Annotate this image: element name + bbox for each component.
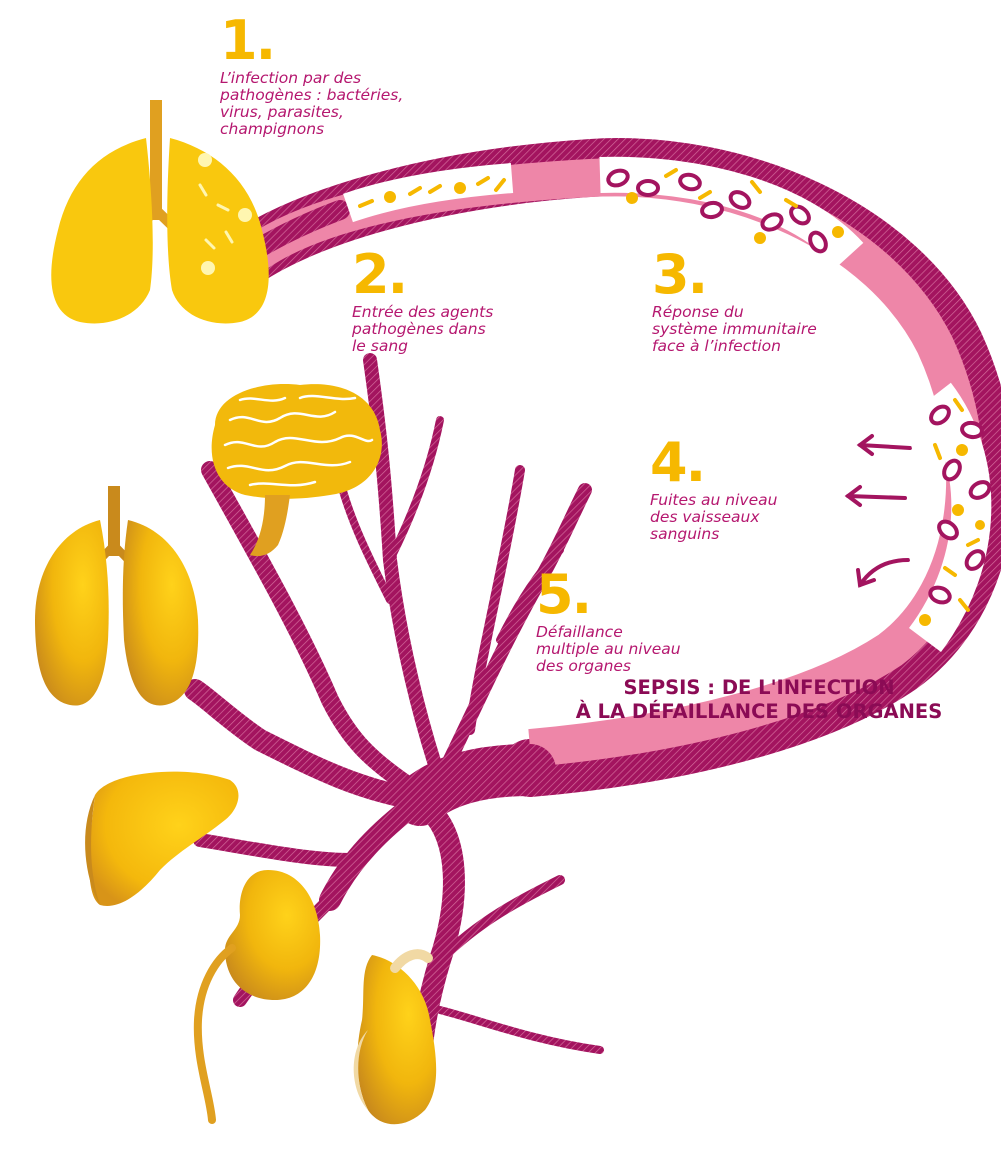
diagram-title: SEPSIS : DE L'INFECTION À LA DÉFAILLANCE… [520, 676, 998, 724]
step-3-number: 3. [652, 248, 817, 302]
kidney-icon [198, 870, 320, 1120]
lungs-icon [35, 486, 198, 706]
title-line-2: À LA DÉFAILLANCE DES ORGANES [520, 700, 998, 724]
step-1-text: L’infection par des pathogènes : bactéri… [220, 70, 403, 138]
step-3: 3. Réponse du système immunitaire face à… [652, 248, 817, 355]
step-1-number: 1. [220, 14, 403, 68]
step-5-number: 5. [536, 568, 681, 622]
step-5: 5. Défaillance multiple au niveau des or… [536, 568, 681, 675]
step-1: 1. L’infection par des pathogènes : bact… [220, 14, 403, 138]
step-2: 2. Entrée des agents pathogènes dans le … [352, 248, 493, 355]
step-4-number: 4. [650, 436, 777, 490]
step-3-text: Réponse du système immunitaire face à l’… [652, 304, 817, 355]
leak-arrow-icon [848, 436, 910, 585]
step-4: 4. Fuites au niveau des vaisseaux sangui… [650, 436, 777, 543]
step-2-number: 2. [352, 248, 493, 302]
step-2-text: Entrée des agents pathogènes dans le san… [352, 304, 493, 355]
step-5-text: Défaillance multiple au niveau des organ… [536, 624, 681, 675]
step-4-text: Fuites au niveau des vaisseaux sanguins [650, 492, 777, 543]
title-line-1: SEPSIS : DE L'INFECTION [520, 676, 998, 700]
